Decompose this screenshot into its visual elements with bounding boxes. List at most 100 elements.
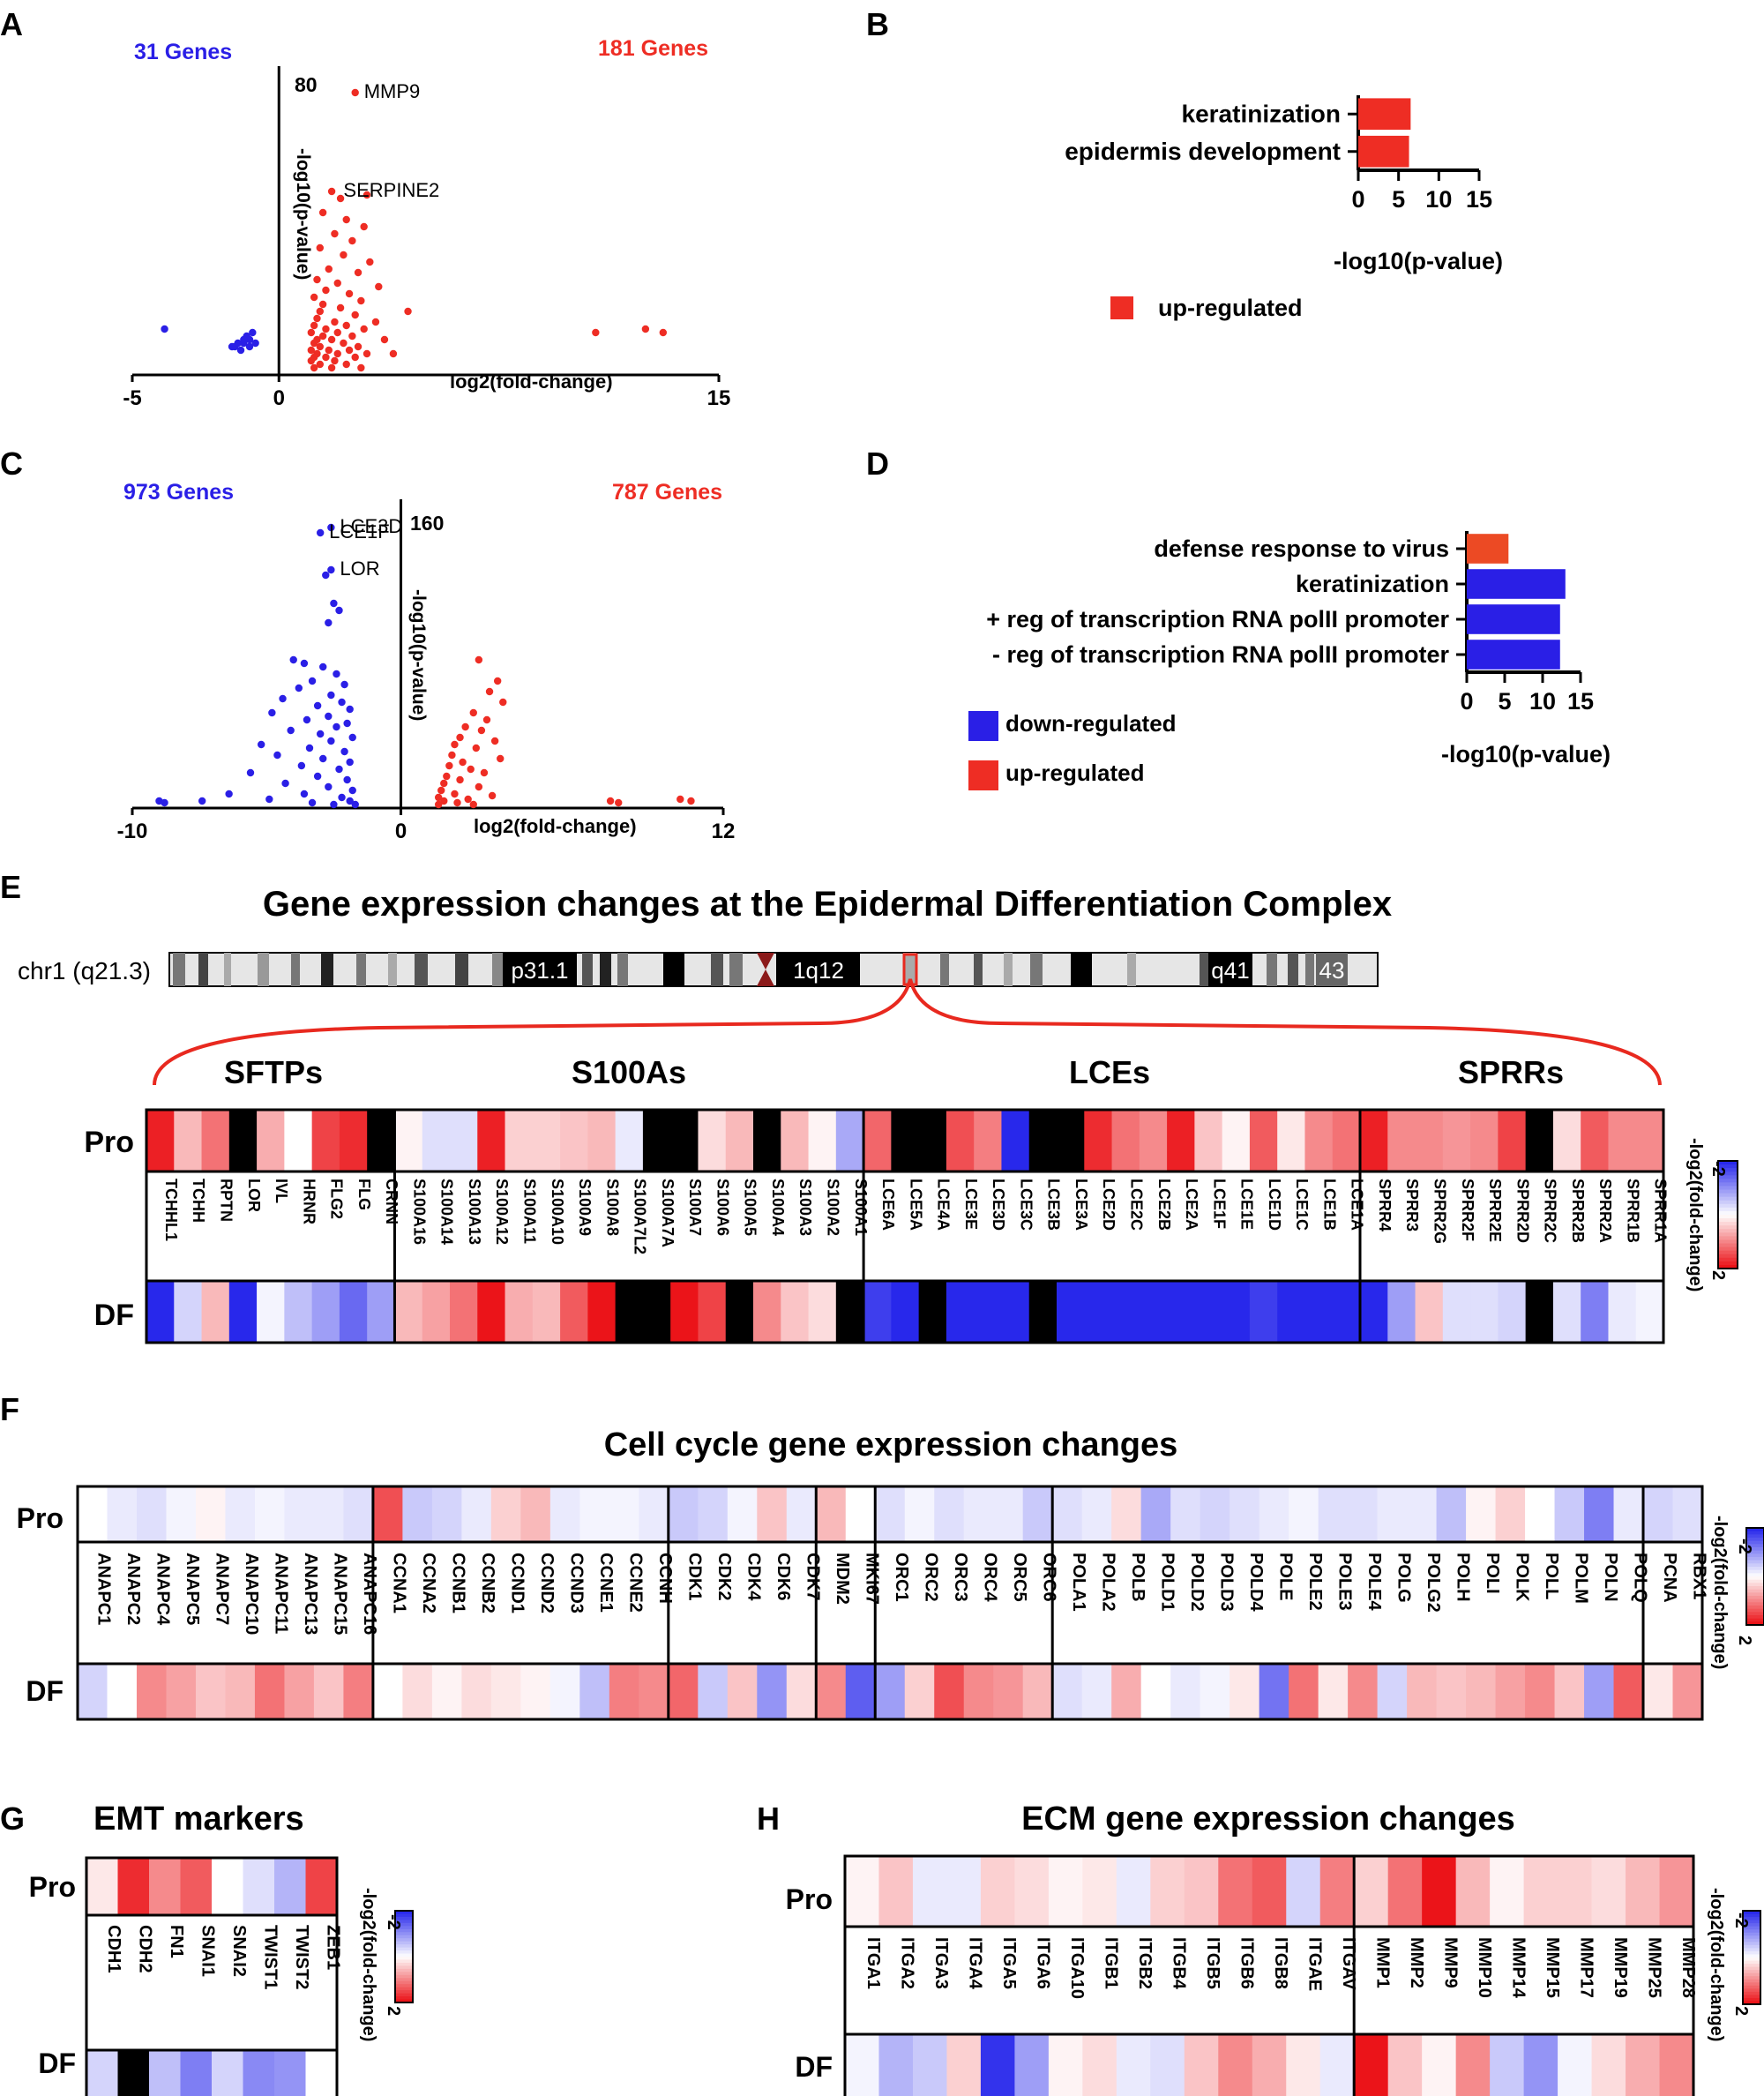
gene-label: POLA2 — [1098, 1553, 1117, 1612]
colorbar-step — [1718, 1196, 1738, 1201]
gene-label: SERPINE2 — [343, 179, 439, 201]
gene-label: FLG2 — [328, 1179, 346, 1219]
group-label-lces: LCEs — [1069, 1054, 1150, 1090]
row-label-pro-e: Pro — [84, 1126, 134, 1159]
heat-cell-pro — [212, 1858, 244, 1915]
title-g: EMT markers — [93, 1800, 304, 1838]
heat-cell-pro — [1252, 1856, 1287, 1927]
heatmap-frame — [843, 1854, 1695, 2096]
gene-label: LCE5A — [907, 1179, 924, 1231]
chromosome-band — [224, 953, 231, 986]
colorbar-step — [1746, 1534, 1764, 1538]
heat-cell-pro — [863, 1110, 892, 1172]
up-point — [451, 790, 459, 798]
chromosome-band — [198, 953, 208, 986]
gene-label: ITGB6 — [1237, 1937, 1257, 1989]
ylabel-a: -log10(p-value) — [293, 148, 313, 280]
heat-cell-pro — [477, 1110, 506, 1172]
colorbar-step — [1746, 1592, 1764, 1597]
gene-label: FLG — [355, 1179, 373, 1210]
heat-cell-df — [117, 2050, 150, 2096]
chromosome-band — [940, 953, 949, 986]
heat-cell-pro — [1584, 1486, 1615, 1542]
heat-cell-pro — [1194, 1110, 1223, 1172]
heat-cell-df — [1230, 1664, 1260, 1719]
heat-cell-pro — [166, 1486, 197, 1542]
heat-cell-df — [1304, 1281, 1334, 1343]
up-point — [659, 328, 668, 337]
gene-label: MMP19 — [1611, 1937, 1630, 1998]
gene-label: POLB — [1128, 1553, 1147, 1602]
gene-label: ZEB1 — [323, 1925, 342, 1970]
heat-cell-df — [1613, 1664, 1644, 1719]
heat-cell-pro — [891, 1110, 920, 1172]
heat-cell-df — [1052, 1664, 1083, 1719]
gene-label: CCNA1 — [390, 1553, 409, 1613]
gene-label: ITGB8 — [1271, 1937, 1290, 1989]
down-point — [246, 768, 255, 777]
gene-label: POLI — [1483, 1553, 1502, 1594]
heat-cell-df — [1218, 2034, 1253, 2096]
heat-cell-df — [912, 2034, 948, 2096]
colorbar-step — [1718, 1193, 1738, 1198]
category-label: defense response to virus — [1154, 535, 1449, 562]
heat-cell-pro — [1052, 1486, 1083, 1542]
x-tick-label: 5 — [1392, 186, 1405, 213]
heat-cell-df — [1028, 1281, 1058, 1343]
heat-cell-df — [257, 1281, 285, 1343]
down-point — [327, 523, 335, 532]
down-point — [333, 670, 340, 678]
gene-label: CDK4 — [744, 1553, 764, 1601]
up-point — [318, 300, 327, 309]
colorbar-step — [1718, 1164, 1738, 1169]
chromosome-band — [258, 953, 269, 986]
gene-label: LCE3A — [1073, 1179, 1090, 1231]
heat-cell-df — [1608, 1281, 1637, 1343]
gene-label: POLE4 — [1364, 1553, 1384, 1611]
down-point — [198, 797, 206, 805]
heat-cell-df — [136, 1664, 168, 1719]
heat-cell-pro — [1387, 1110, 1416, 1172]
colorbar-tick-neg-e: -2 — [1708, 1161, 1728, 1177]
heat-cell-df — [875, 1664, 906, 1719]
colorbar-step — [1743, 1938, 1760, 1943]
heat-cell-df — [149, 2050, 182, 2096]
colorbar-tick-neg-h: -2 — [1731, 1913, 1751, 1928]
colorbar-step — [395, 1984, 413, 1988]
heat-cell-pro — [1643, 1486, 1674, 1542]
gene-label: CCNH — [655, 1553, 675, 1604]
colorbar-frame — [1717, 1160, 1738, 1269]
gene-label: CCND3 — [567, 1553, 587, 1613]
heatmap-e: Gene expression changes at the Epidermal… — [18, 885, 1738, 1344]
down-point — [330, 599, 338, 608]
down-point — [251, 339, 259, 348]
up-point — [331, 318, 339, 326]
heat-cell-pro — [878, 1856, 914, 1927]
heat-cell-pro — [1139, 1110, 1168, 1172]
heat-cell-pro — [1028, 1110, 1058, 1172]
heat-cell-df — [1387, 1281, 1416, 1343]
heat-cell-df — [284, 1281, 313, 1343]
heat-cell-df — [1081, 1664, 1112, 1719]
colorbar-step — [1718, 1254, 1738, 1259]
gene-label: POLD4 — [1246, 1553, 1266, 1613]
heat-cell-df — [904, 1664, 935, 1719]
colorbar-step — [1746, 1621, 1764, 1626]
colorbar-step — [1746, 1598, 1764, 1603]
heat-cell-df — [372, 1664, 403, 1719]
heat-cell-df — [422, 1281, 451, 1343]
group-label-sprrs: SPRRs — [1458, 1054, 1564, 1090]
up-point — [313, 314, 321, 323]
heat-cell-df — [490, 1664, 521, 1719]
gene-label: IVL — [273, 1179, 290, 1203]
heat-cell-df — [1319, 2034, 1355, 2096]
gene-label: SPRR2E — [1486, 1179, 1504, 1242]
colorbar-step — [1743, 1948, 1760, 1952]
down-point — [330, 800, 338, 809]
up-point — [687, 797, 695, 805]
chromosome-band — [582, 953, 593, 986]
heat-cell-df — [698, 1281, 727, 1343]
heat-cell-df — [477, 1281, 506, 1343]
heat-cell-pro — [727, 1486, 758, 1542]
gene-label: LCE2D — [1100, 1179, 1117, 1231]
